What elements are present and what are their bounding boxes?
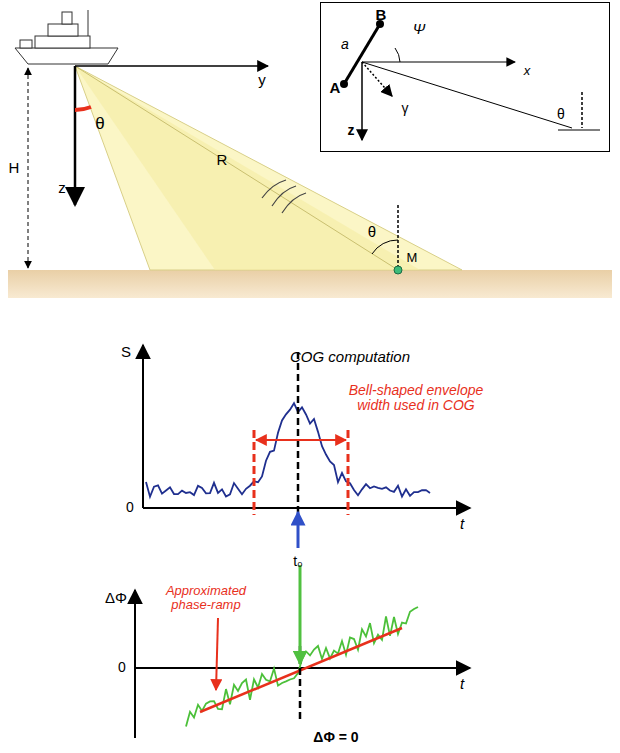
y-axis xyxy=(75,65,268,67)
inset-label: γ xyxy=(402,101,409,116)
amplitude-chart xyxy=(143,345,470,548)
inset-label: x xyxy=(524,64,531,78)
inset-label: a xyxy=(341,37,349,52)
inset-figure xyxy=(340,20,600,140)
angle-arc xyxy=(372,240,398,254)
label: t xyxy=(460,516,464,533)
vertical xyxy=(397,205,399,270)
phase-chart xyxy=(135,565,470,738)
label: t₀ xyxy=(293,554,303,569)
label: Bell-shaped envelope width used in COG xyxy=(341,383,491,414)
label: 0 xyxy=(126,500,134,515)
label: z xyxy=(58,180,66,197)
sonar-beam xyxy=(75,66,462,270)
label: θ xyxy=(95,115,104,134)
beam-core xyxy=(75,66,420,270)
label: ΔΦ xyxy=(105,590,127,607)
label: 0 xyxy=(118,660,126,675)
label: θ xyxy=(368,224,376,241)
inset-label: Ψ xyxy=(413,21,425,38)
label: ΔΦ = 0 xyxy=(313,730,358,745)
label: M xyxy=(407,251,418,265)
label: y xyxy=(258,72,266,89)
depth-dimension xyxy=(28,68,29,268)
label: R xyxy=(217,152,228,169)
wavefront xyxy=(262,180,306,213)
slant-range xyxy=(75,66,398,270)
point-m xyxy=(394,266,402,274)
label: Approximated phase-ramp xyxy=(151,584,261,613)
label: S xyxy=(121,344,131,361)
label: H xyxy=(9,160,20,177)
inset-box: Ba ΨxAz γ θ xyxy=(320,2,610,152)
theta-arc xyxy=(75,107,91,110)
ship xyxy=(15,10,118,64)
label: COG computation xyxy=(290,349,410,366)
z-axis xyxy=(74,66,77,205)
label: t xyxy=(460,676,464,693)
inset-label: z xyxy=(348,123,355,138)
seabed xyxy=(8,270,612,298)
inset-label: A xyxy=(330,80,341,97)
inset-label: B xyxy=(376,7,387,24)
inset-label: θ xyxy=(557,107,565,122)
